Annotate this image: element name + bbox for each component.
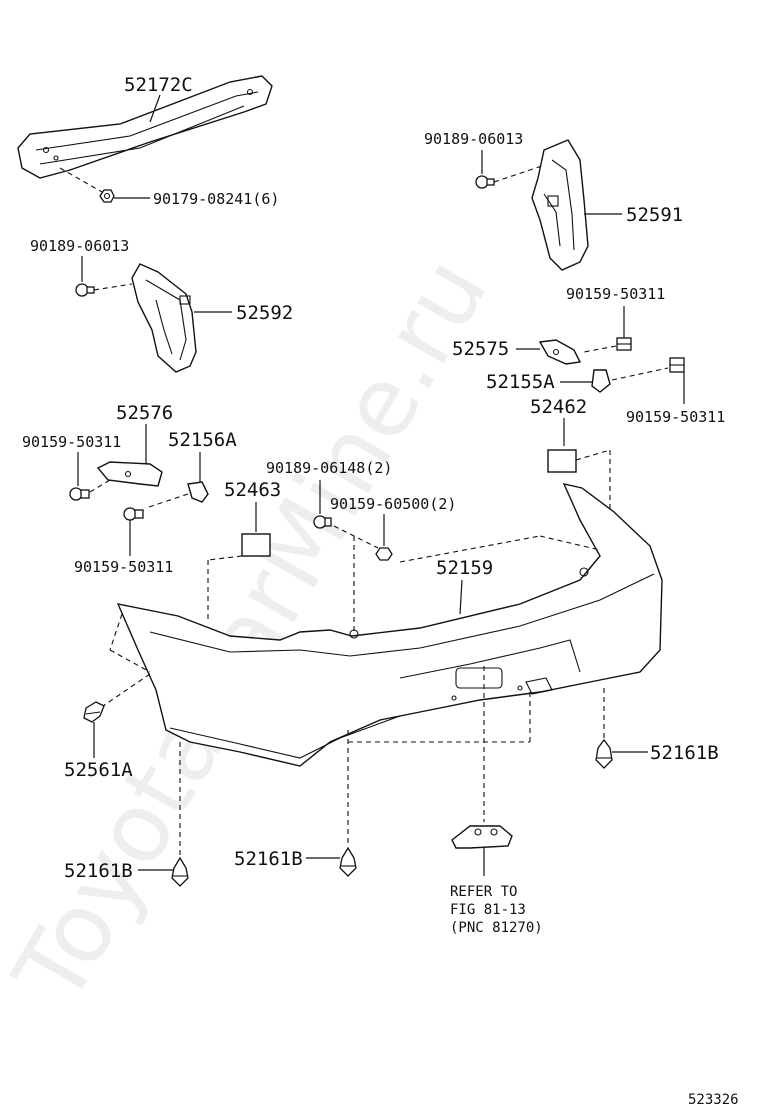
pad-52462 bbox=[547, 449, 577, 473]
diagram-id: 523326 bbox=[688, 1092, 739, 1108]
label-52591: 52591 bbox=[626, 204, 683, 226]
pad-52463 bbox=[241, 533, 271, 557]
clip-52161b-right bbox=[595, 738, 613, 769]
label-52161b-left: 52161B bbox=[64, 860, 133, 882]
label-52575: 52575 bbox=[452, 338, 509, 360]
label-90189-06013-right: 90189-06013 bbox=[424, 130, 523, 148]
label-90159-50311-b: 90159-50311 bbox=[626, 408, 725, 426]
label-52462: 52462 bbox=[530, 396, 587, 418]
clip-52161b-mid bbox=[339, 846, 357, 877]
clip-90189-06013-left bbox=[75, 283, 95, 297]
label-52155a: 52155A bbox=[486, 371, 555, 393]
label-52576: 52576 bbox=[116, 402, 173, 424]
retainer-52155a bbox=[591, 369, 611, 393]
label-90159-60500: 90159-60500(2) bbox=[330, 495, 456, 513]
label-52159: 52159 bbox=[436, 557, 493, 579]
label-90179-08241: 90179-08241(6) bbox=[153, 190, 279, 208]
bumper-cover-52159 bbox=[116, 483, 663, 767]
reference-line-3: (PNC 81270) bbox=[450, 920, 543, 936]
reference-line-1: REFER TO bbox=[450, 884, 517, 900]
label-90189-06148: 90189-06148(2) bbox=[266, 459, 392, 477]
retainer-52575 bbox=[538, 339, 582, 365]
bracket-52592 bbox=[131, 263, 197, 373]
bracket-52591 bbox=[531, 139, 589, 271]
label-52161b-right: 52161B bbox=[650, 742, 719, 764]
clip-52161b-left bbox=[171, 856, 189, 887]
clip-90189-06013-right bbox=[475, 175, 495, 189]
screw-90159-50311-c bbox=[69, 487, 90, 501]
label-52592: 52592 bbox=[236, 302, 293, 324]
label-52561a: 52561A bbox=[64, 759, 133, 781]
screw-90159-50311-b bbox=[669, 357, 685, 373]
retainer-52156a bbox=[187, 481, 209, 503]
label-90159-50311-d: 90159-50311 bbox=[74, 558, 173, 576]
reinforcement-bar-52172c bbox=[17, 75, 273, 179]
label-90159-50311-a: 90159-50311 bbox=[566, 285, 665, 303]
label-52161b-mid: 52161B bbox=[234, 848, 303, 870]
nut-90179-08241 bbox=[99, 189, 115, 203]
reference-line-2: FIG 81-13 bbox=[450, 902, 526, 918]
label-52463: 52463 bbox=[224, 479, 281, 501]
clip-90189-06148 bbox=[313, 515, 332, 529]
screw-90159-50311-a bbox=[616, 337, 632, 351]
label-52172c: 52172C bbox=[124, 74, 193, 96]
license-lamp-assembly bbox=[451, 825, 513, 849]
retainer-52576 bbox=[96, 461, 163, 487]
label-90159-50311-c: 90159-50311 bbox=[22, 433, 121, 451]
clip-52561a bbox=[83, 701, 105, 723]
label-90189-06013-left: 90189-06013 bbox=[30, 237, 129, 255]
screw-90159-60500 bbox=[375, 547, 393, 561]
screw-90159-50311-d bbox=[123, 507, 144, 521]
label-52156a: 52156A bbox=[168, 429, 237, 451]
